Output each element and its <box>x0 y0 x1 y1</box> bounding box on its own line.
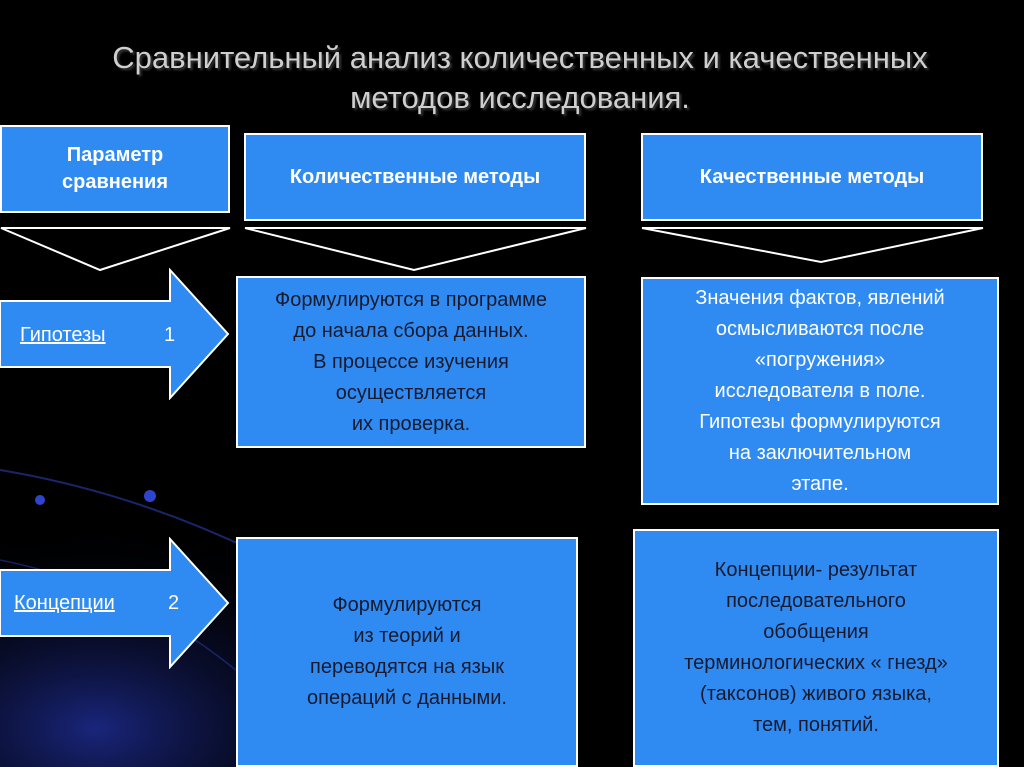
cell-line: обобщения <box>763 621 869 643</box>
cell-line: из теорий и <box>353 625 461 647</box>
cell-line: до начала сбора данных. <box>293 319 529 342</box>
title-line-1: Сравнительный анализ количественных и ка… <box>112 40 928 75</box>
header-qualitative: Качественные методы <box>641 133 983 221</box>
cell-line: Значения фактов, явлений <box>695 286 945 309</box>
right-arrow-row-2 <box>0 537 230 669</box>
cell-line: последовательного <box>726 590 906 612</box>
header-qualitative-label: Качественные методы <box>699 165 925 188</box>
row-number-1: 1 <box>164 324 176 346</box>
page-title: Сравнительный анализ количественных и ка… <box>40 38 1000 118</box>
row-number-2: 2 <box>168 592 180 614</box>
title-line-2: методов исследования. <box>350 80 690 115</box>
cell-line: исследователя в поле. <box>714 379 926 402</box>
cell-line: «погружения» <box>754 348 886 371</box>
cell-line: осмысливаются после <box>715 317 925 340</box>
cell-line: терминологических « гнезд» <box>684 652 948 674</box>
down-triangle-quantitative <box>244 227 587 272</box>
cell-line: Формулируются в программе <box>274 288 548 311</box>
row-label-concepts: Концепции <box>14 592 115 614</box>
header-quantitative-label: Количественные методы <box>289 165 541 188</box>
cell-line: Гипотезы формулируются <box>699 410 941 433</box>
cell-line: осуществляется <box>335 381 487 404</box>
down-triangle-qualitative <box>641 227 984 264</box>
row-label-hypotheses: Гипотезы <box>20 324 106 346</box>
cell-line: переводятся на язык <box>310 656 504 678</box>
header-parameter: Параметр сравнения <box>0 125 230 213</box>
cell-line: этапе. <box>791 472 849 495</box>
cell-line: (таксонов) живого языка, <box>700 683 932 705</box>
cell-line: Формулируются <box>332 594 482 616</box>
cell-line: тем, понятий. <box>753 714 879 736</box>
cell-line: их проверка. <box>351 412 471 435</box>
cell-concepts-quantitative: Формулируются из теорий и переводятся на… <box>236 537 578 767</box>
header-quantitative: Количественные методы <box>244 133 586 221</box>
down-triangle-parameter <box>0 227 231 272</box>
cell-hypotheses-qualitative: Значения фактов, явлений осмысливаются п… <box>641 277 999 505</box>
header-parameter-line-2: сравнения <box>61 171 168 193</box>
cell-line: В процессе изучения <box>313 350 509 373</box>
cell-concepts-qualitative: Концепции- результат последовательного о… <box>633 529 999 767</box>
cell-line: на заключительном <box>728 441 912 464</box>
header-parameter-line-1: Параметр <box>66 144 164 166</box>
cell-hypotheses-quantitative: Формулируются в программе до начала сбор… <box>236 276 586 448</box>
cell-line: Концепции- результат <box>714 559 918 581</box>
cell-line: операций с данными. <box>307 687 507 709</box>
right-arrow-row-1 <box>0 268 230 400</box>
